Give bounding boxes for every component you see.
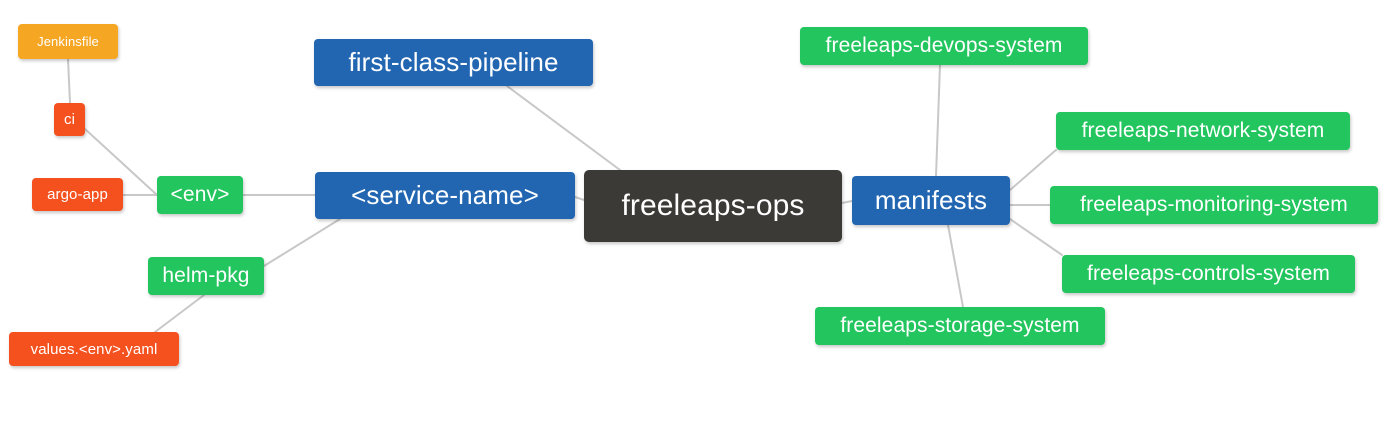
node-env[interactable]: <env> [157,176,243,214]
node-devops-system[interactable]: freeleaps-devops-system [800,27,1088,65]
node-first-class-pipeline[interactable]: first-class-pipeline [314,39,593,86]
node-manifests[interactable]: manifests [852,176,1010,225]
edge-freeleaps-ops-to-manifests [841,200,853,204]
node-ci[interactable]: ci [54,103,85,136]
edge-first-class-pipeline-to-freeleaps-ops [506,85,621,171]
node-freeleaps-ops[interactable]: freeleaps-ops [584,170,842,242]
node-argo-app[interactable]: argo-app [32,178,123,211]
node-network-system[interactable]: freeleaps-network-system [1056,112,1350,150]
edge-manifests-to-storage-system [947,224,964,308]
node-controls-system[interactable]: freeleaps-controls-system [1062,255,1355,293]
node-storage-system[interactable]: freeleaps-storage-system [815,307,1105,345]
edge-values-yaml-to-helm-pkg [154,294,205,333]
node-helm-pkg[interactable]: helm-pkg [148,257,264,295]
edge-jenkinsfile-to-ci [67,58,71,104]
node-service-name[interactable]: <service-name> [315,172,575,219]
edge-manifests-to-devops-system [935,64,941,177]
node-monitoring-system[interactable]: freeleaps-monitoring-system [1050,186,1378,224]
edge-manifests-to-network-system [1009,149,1057,191]
edge-service-name-to-freeleaps-ops [574,196,585,201]
node-jenkinsfile[interactable]: Jenkinsfile [18,24,118,59]
node-values-yaml[interactable]: values.<env>.yaml [9,332,179,366]
edge-manifests-to-controls-system [1009,218,1063,256]
edge-helm-pkg-to-service-name [263,218,341,267]
